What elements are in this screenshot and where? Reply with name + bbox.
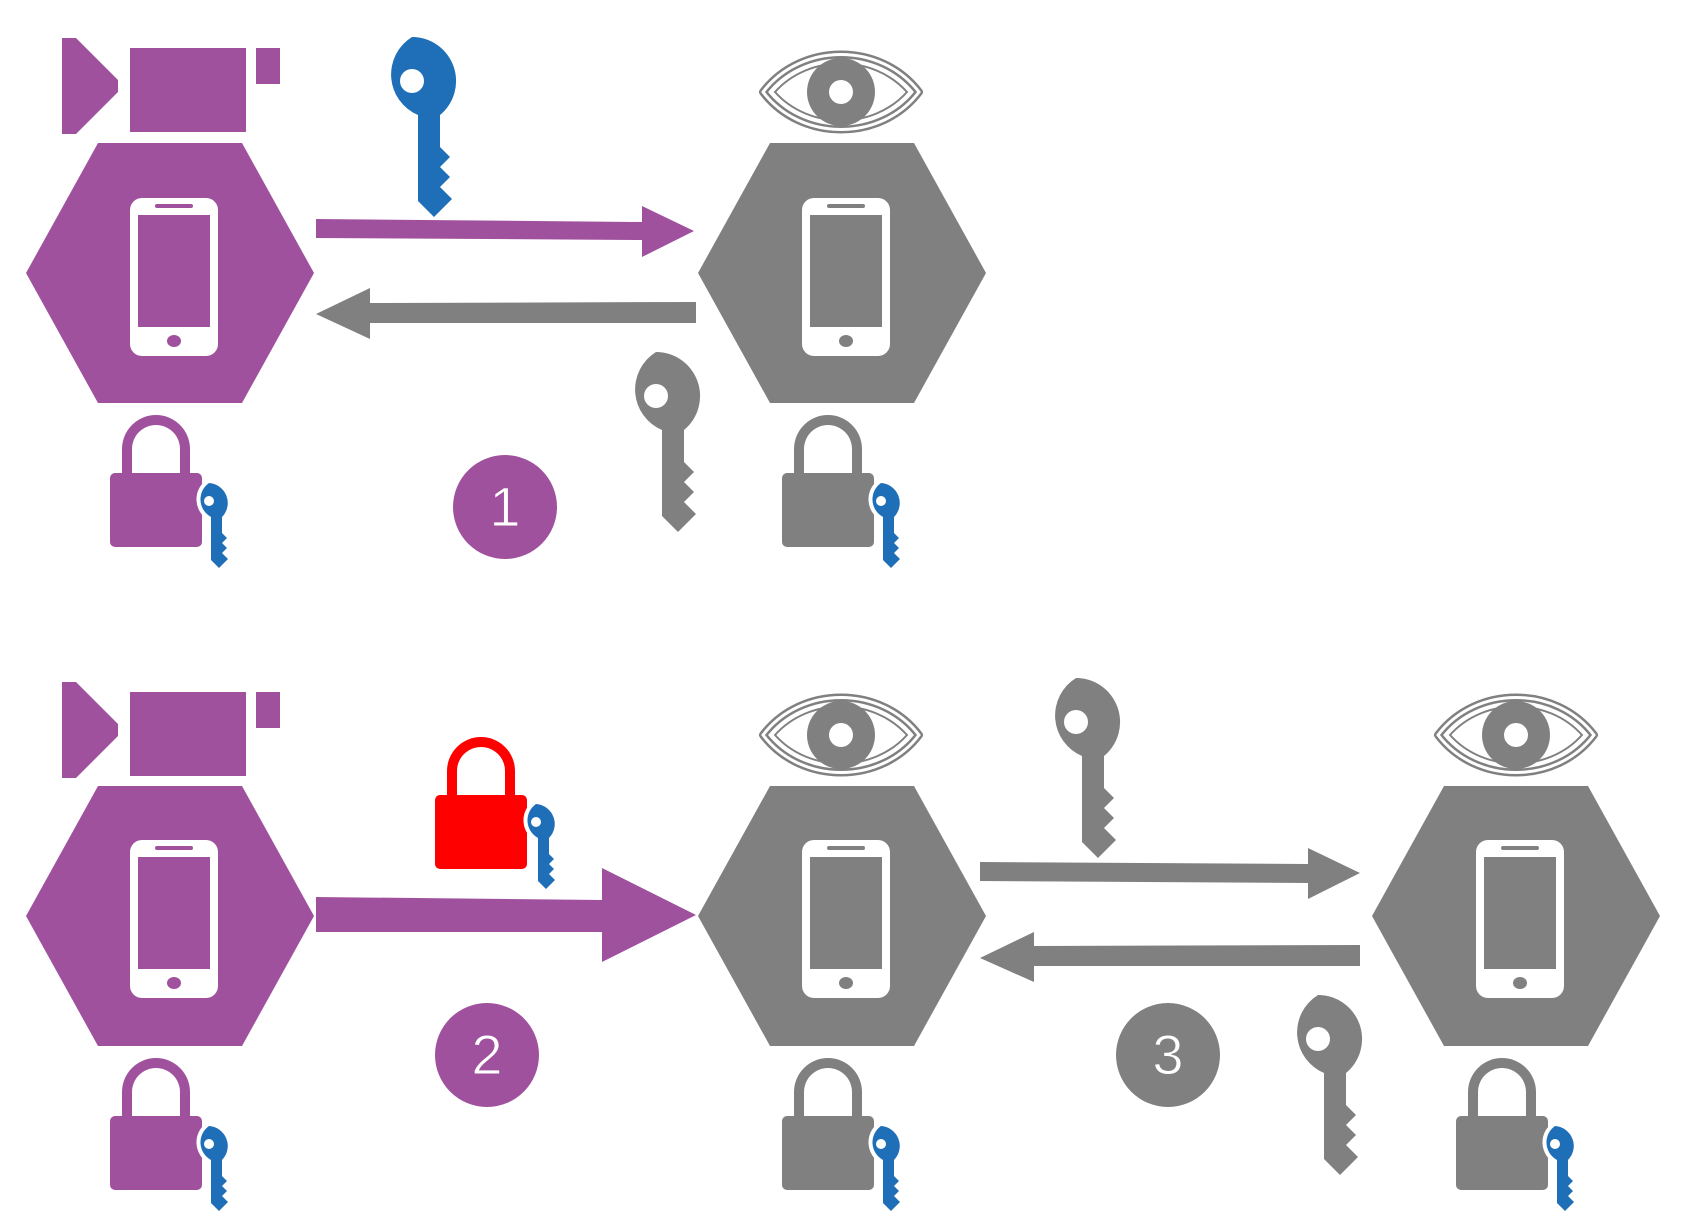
key-icon [391,36,457,218]
step-badge: 1 [453,455,557,559]
eye-icon [763,55,919,130]
arrow-icon [316,288,696,339]
arrow-icon [316,206,694,257]
key-icon [1546,1126,1574,1211]
padlock-icon [435,737,527,869]
key-icon [1297,994,1363,1175]
key-icon [872,483,900,568]
padlock-icon [110,1058,202,1190]
step-badge: 2 [435,1003,539,1107]
padlock-icon [1456,1058,1548,1190]
video-camera-icon [62,682,280,778]
key-icon [200,1126,228,1211]
arrow-icon [980,848,1360,899]
key-icon [635,351,701,532]
smartphone-icon [802,198,890,356]
padlock-icon [110,415,202,547]
smartphone-icon [130,198,218,356]
arrow-icon [316,868,696,962]
step-number: 2 [471,1023,502,1086]
video-camera-icon [62,38,280,134]
key-icon [1055,677,1121,858]
padlock-icon [782,415,874,547]
smartphone-icon [802,840,890,998]
smartphone-icon [1476,840,1564,998]
key-icon [527,804,555,889]
smartphone-icon [130,840,218,998]
key-icon [200,483,228,568]
padlock-icon [782,1058,874,1190]
eye-icon [763,698,919,773]
arrow-icon [980,932,1360,982]
eye-icon [1438,698,1594,773]
step-badge: 3 [1116,1003,1220,1107]
key-icon [872,1126,900,1211]
step-number: 1 [489,475,520,538]
step-number: 3 [1152,1023,1183,1086]
